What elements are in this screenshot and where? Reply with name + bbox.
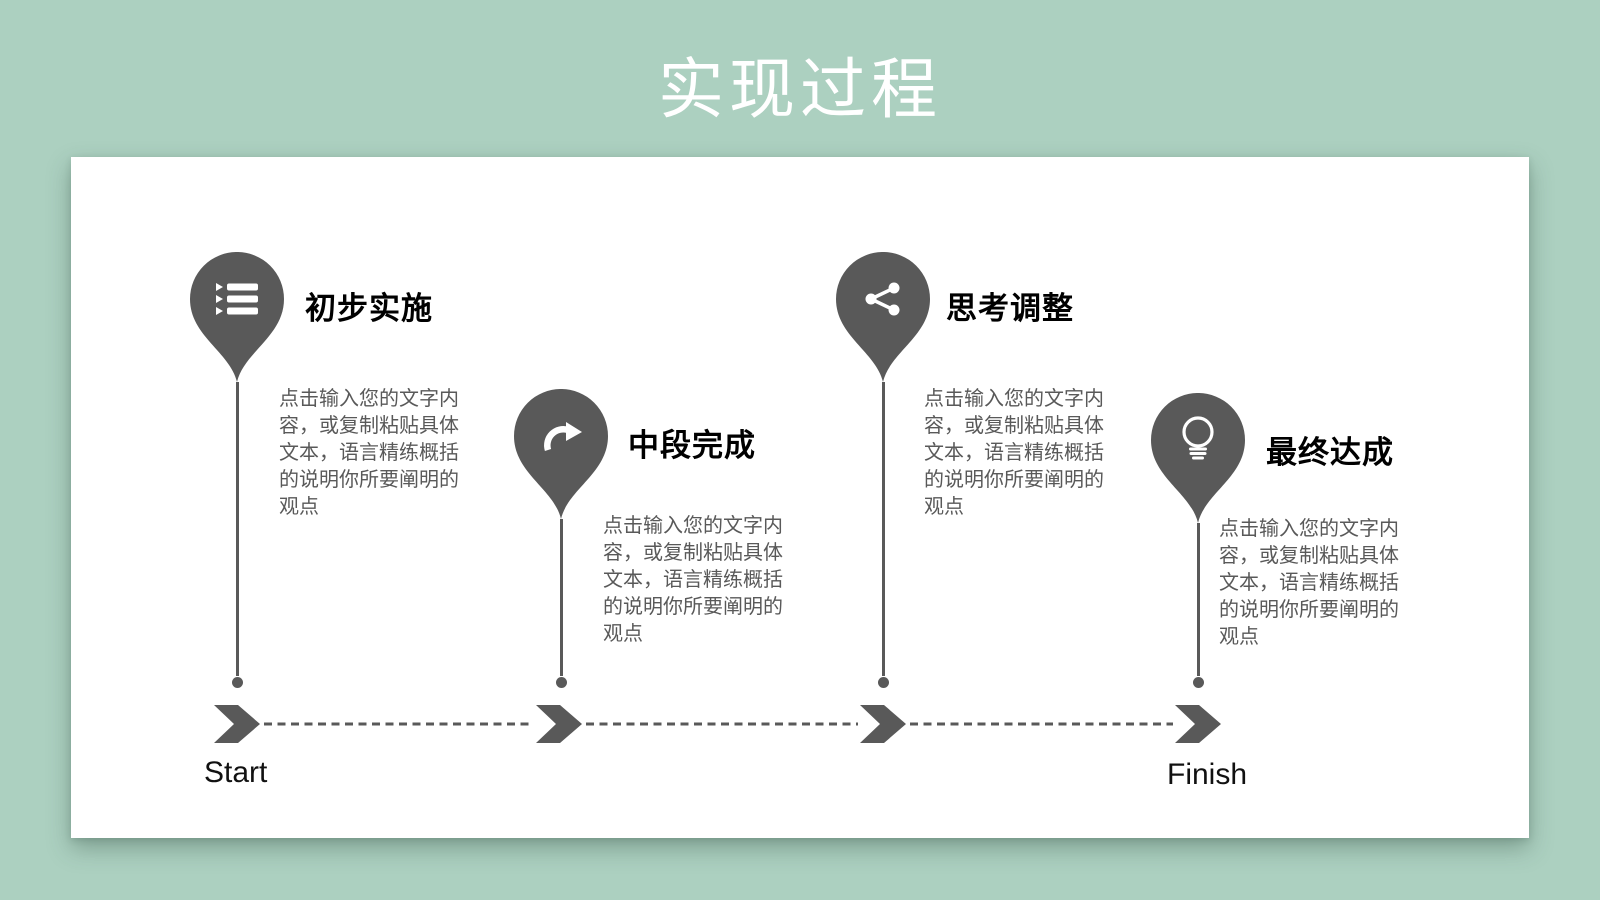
arrow-chevron <box>214 705 260 743</box>
pin-marker <box>1151 393 1245 523</box>
milestone-body: 点击输入您的文字内容，或复制粘贴具体文本，语言精练概括的说明你所要阐明的观点 <box>1219 518 1399 648</box>
milestone-body: 点击输入您的文字内容，或复制粘贴具体文本，语言精练概括的说明你所要阐明的观点 <box>279 388 459 518</box>
curved-arrow-icon <box>544 422 582 451</box>
arrow-chevron <box>1175 705 1221 743</box>
milestone-title: 思考调整 <box>946 291 1074 326</box>
timeline <box>214 705 1221 743</box>
connector-line <box>882 382 885 676</box>
pin-marker <box>190 252 284 382</box>
connector-line <box>1197 523 1200 676</box>
share-icon <box>865 282 900 316</box>
milestone-title: 中段完成 <box>628 428 756 463</box>
arrow-chevron <box>860 705 906 743</box>
pin-marker <box>514 389 608 519</box>
timeline-dot <box>556 677 567 688</box>
pin-marker <box>836 252 930 382</box>
milestone-title: 最终达成 <box>1266 435 1394 470</box>
milestone-body: 点击输入您的文字内容，或复制粘贴具体文本，语言精练概括的说明你所要阐明的观点 <box>924 388 1104 518</box>
milestone-title: 初步实施 <box>305 291 433 326</box>
milestone-body: 点击输入您的文字内容，或复制粘贴具体文本，语言精练概括的说明你所要阐明的观点 <box>603 515 783 645</box>
content-card <box>71 157 1529 838</box>
timeline-dot <box>878 677 889 688</box>
arrow-chevron <box>536 705 582 743</box>
page-title: 实现过程 <box>658 52 942 126</box>
timeline-dot <box>232 677 243 688</box>
start-label: Start <box>204 756 268 789</box>
timeline-dot <box>1193 677 1204 688</box>
finish-label: Finish <box>1167 758 1248 791</box>
connector-line <box>560 519 563 676</box>
connector-line <box>236 382 239 676</box>
list-icon <box>216 283 258 315</box>
lightbulb-icon <box>1182 416 1214 460</box>
